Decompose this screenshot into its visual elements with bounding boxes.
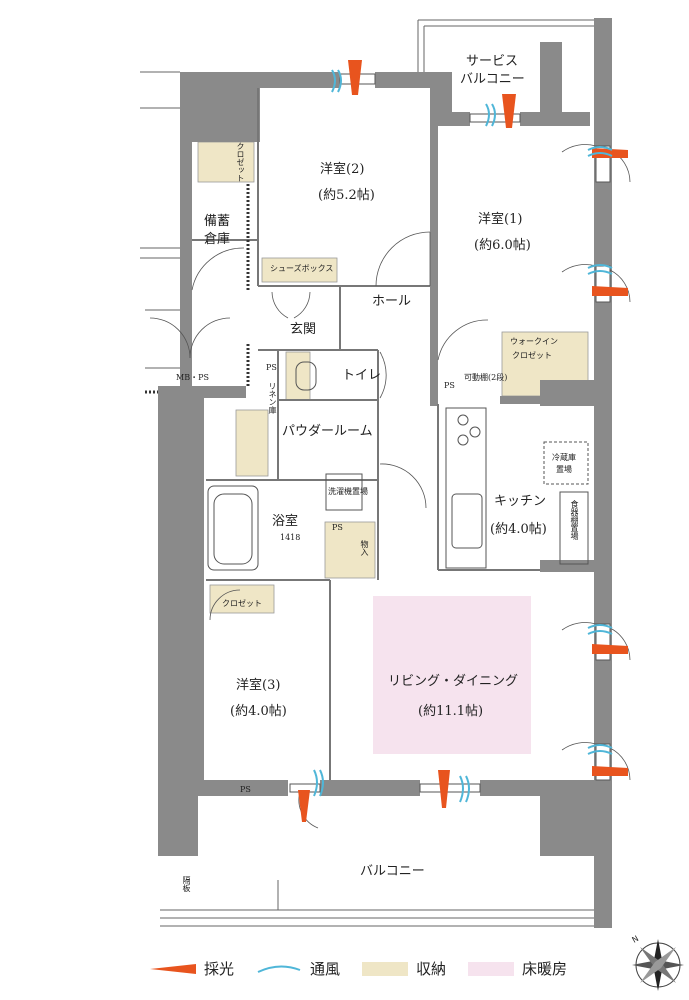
powder-shelf [235, 409, 269, 477]
kitchen-size: (約4.0帖) [490, 522, 547, 537]
legend-wind: 通風 [256, 958, 340, 979]
closet-w3 [209, 584, 275, 614]
legend-storage-label: 収納 [416, 960, 447, 978]
ps-kitchen: PS [444, 381, 455, 390]
balcony-label: バルコニー [360, 864, 425, 879]
linen-label: リネン庫 [268, 382, 277, 414]
storage-in [324, 521, 376, 579]
doors [149, 144, 631, 829]
dish-shelf-label: 食器棚置場 [570, 500, 579, 540]
balcony-rails [140, 19, 594, 927]
floor-heating-area [373, 596, 531, 754]
floor-heating-swatch [468, 961, 515, 976]
movable-shelf-label: 可動棚(2段) [464, 373, 508, 382]
walk-in-1: ウォークイン [510, 337, 558, 346]
hall-label: ホール [372, 294, 412, 309]
legend-light-label: 採光 [204, 960, 235, 978]
legend-light: 採光 [150, 958, 234, 979]
toilet-label: トイレ [342, 368, 382, 383]
legend-wind-label: 通風 [310, 960, 341, 978]
wind-swatch-icon [257, 965, 301, 973]
fixtures [207, 361, 589, 571]
dish-shelf-space [559, 491, 589, 565]
service-balcony-line1: サービス [466, 54, 519, 69]
ps-toilet: PS [266, 363, 277, 372]
light-arrows [298, 60, 628, 822]
walls [158, 18, 612, 928]
western2-name: 洋室(2) [320, 162, 365, 177]
svg-text:N: N [631, 934, 641, 945]
western3-size: (約4.0帖) [230, 704, 287, 719]
shoes-box-label: シューズボックス [270, 264, 334, 273]
fridge-label-2: 置場 [556, 465, 572, 474]
legend-floor-heating-label: 床暖房 [522, 960, 568, 978]
mbps-label: MB・PS [176, 373, 209, 382]
compass-icon: N [631, 934, 684, 991]
closet-top-label: クロゼット [236, 142, 245, 182]
interior-lines [192, 88, 540, 780]
hatched-wall [145, 184, 250, 394]
ps-bottom: PS [240, 785, 251, 794]
walk-in-2: クロゼット [512, 351, 552, 360]
bath-size: 1418 [280, 533, 301, 542]
wind-arrows [313, 69, 613, 803]
legend-floor-heating: 床暖房 [468, 958, 567, 979]
closet-w3-label: クロゼット [222, 599, 262, 608]
light-swatch-icon [150, 963, 196, 974]
bathtub [207, 485, 259, 571]
storage-line2: 倉庫 [204, 232, 231, 247]
fridge-space [543, 441, 589, 485]
washer-label: 洗濯機置場 [328, 487, 368, 496]
storage-areas [197, 141, 589, 614]
western1-name: 洋室(1) [478, 212, 523, 227]
fridge-label-1: 冷蔵庫 [552, 453, 576, 462]
toilet-counter [285, 351, 311, 401]
legend: 採光 通風 収納 床暖房 [150, 958, 567, 979]
storage-swatch [362, 961, 409, 976]
toilet-bowl [295, 361, 317, 391]
ps-bath: PS [332, 523, 343, 532]
living-name: リビング・ダイニング [388, 674, 519, 689]
western3-name: 洋室(3) [236, 678, 281, 693]
western1-size: (約6.0帖) [474, 238, 531, 253]
storage-line1: 備蓄 [204, 214, 231, 229]
partition-label: 隔板 [182, 876, 191, 892]
living-size: (約11.1帖) [418, 704, 484, 719]
closet-top [197, 141, 255, 183]
service-balcony-line2: バルコニー [460, 72, 525, 87]
western2-size: (約5.2帖) [318, 188, 375, 203]
washer-space [325, 473, 363, 511]
legend-storage: 収納 [362, 958, 446, 979]
powder-label: パウダールーム [282, 424, 373, 439]
storage-in-label: 物入 [360, 540, 369, 556]
bath-label: 浴室 [272, 514, 299, 529]
kitchen-counter [445, 407, 487, 569]
shoes-box [261, 257, 338, 283]
entrance-label: 玄関 [290, 322, 317, 337]
kitchen-name: キッチン [494, 494, 547, 509]
